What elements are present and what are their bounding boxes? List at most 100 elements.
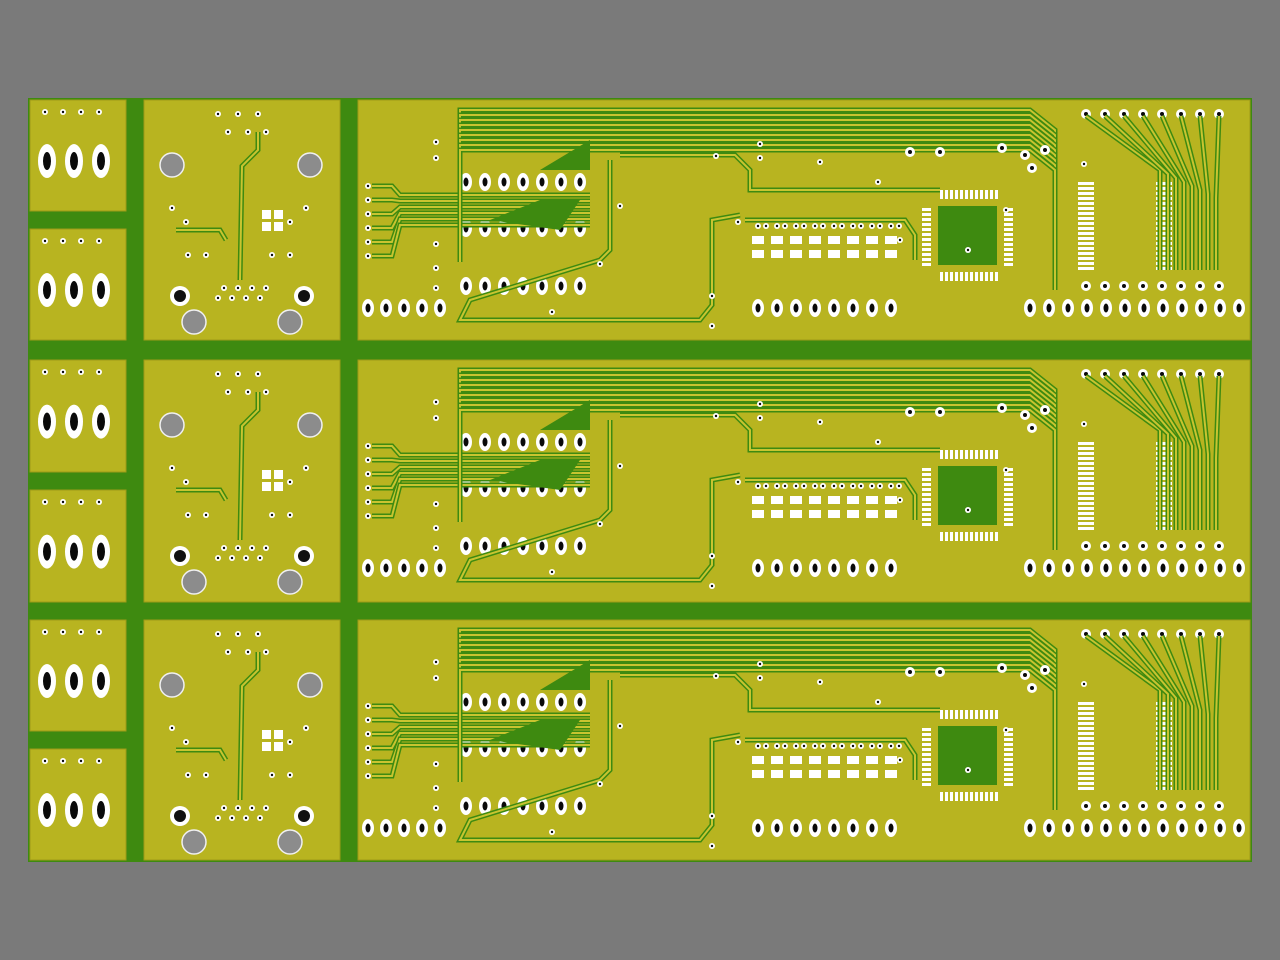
smd-pad (922, 733, 931, 736)
smd-pad (262, 222, 271, 231)
via-hole (186, 513, 190, 517)
via-hole (434, 546, 438, 550)
smd-pad (828, 756, 840, 764)
smd-pad (945, 710, 948, 719)
drill-hole (482, 177, 488, 187)
drill-hole (1103, 804, 1107, 808)
smd-pad (1078, 767, 1094, 770)
smd-pad (922, 503, 931, 506)
drill-hole (938, 410, 942, 414)
via-hole (758, 402, 762, 406)
via-hole (270, 513, 274, 517)
smd-pad (1156, 472, 1172, 475)
smd-pad (940, 532, 943, 541)
smd-pad (1156, 712, 1172, 715)
trace (1199, 375, 1209, 530)
via-hole (756, 744, 760, 748)
smd-pad (922, 228, 931, 231)
via-hole (230, 296, 234, 300)
smd-pad (274, 210, 283, 219)
smd-pad (262, 730, 271, 739)
drill-hole (1198, 284, 1202, 288)
smd-pad (274, 742, 283, 751)
drill-hole (1141, 372, 1145, 376)
via-hole (216, 296, 220, 300)
smd-pad (922, 253, 931, 256)
drill-hole (938, 150, 942, 154)
drill-hole (558, 437, 564, 447)
smd-pad (809, 756, 821, 764)
smd-pad (1004, 503, 1013, 506)
drill-hole (520, 697, 526, 707)
via-hole (1082, 162, 1086, 166)
drill-hole (577, 437, 583, 447)
drill-hole (850, 563, 856, 573)
drill-hole (97, 801, 105, 820)
smd-pad (1078, 197, 1094, 200)
trace (176, 229, 227, 241)
via-hole (264, 650, 268, 654)
smd-pad (1156, 207, 1172, 210)
smd-pad (866, 236, 878, 244)
smd-pad (960, 190, 963, 199)
trace (372, 705, 590, 716)
trace (372, 472, 590, 489)
smd-pad (940, 272, 943, 281)
smd-pad (975, 190, 978, 199)
via-hole (783, 224, 787, 228)
smd-pad (1156, 732, 1172, 735)
smd-pad (1004, 508, 1013, 511)
via-hole (366, 514, 370, 518)
smd-pad (274, 470, 283, 479)
drill-hole (43, 412, 51, 431)
via-hole (366, 240, 370, 244)
drill-hole (1179, 823, 1185, 833)
drill-hole (1141, 284, 1145, 288)
smd-pad (1156, 467, 1172, 470)
via-hole (966, 508, 970, 512)
trace (372, 199, 590, 202)
via-hole (783, 484, 787, 488)
trace (1215, 635, 1220, 790)
drill-hole (1122, 544, 1126, 548)
trace (1199, 635, 1209, 790)
via-hole (236, 372, 240, 376)
via-hole (79, 239, 83, 243)
smd-pad (1004, 253, 1013, 256)
drill-hole (1065, 303, 1071, 313)
smd-pad (922, 238, 931, 241)
via-hole (898, 498, 902, 502)
drill-hole (1160, 563, 1166, 573)
smd-pad (955, 710, 958, 719)
smd-pad (809, 510, 821, 518)
smd-pad (975, 272, 978, 281)
smd-pad (922, 778, 931, 781)
via-hole (79, 759, 83, 763)
smd-pad (1078, 722, 1094, 725)
drill-hole (812, 823, 818, 833)
smd-pad (990, 272, 993, 281)
via-hole (870, 484, 874, 488)
smd-pad (1004, 248, 1013, 251)
drill-hole (1160, 112, 1164, 116)
trace (1199, 115, 1209, 270)
smd-pad (1004, 228, 1013, 231)
smd-pad (1156, 717, 1172, 720)
smd-pad (965, 792, 968, 801)
smd-pad (980, 792, 983, 801)
drill-hole (869, 823, 875, 833)
trace (1142, 635, 1185, 790)
via-hole (366, 458, 370, 462)
smd-pad (1078, 247, 1094, 250)
smd-pad (1004, 763, 1013, 766)
smd-pad (1156, 222, 1172, 225)
trace (176, 489, 227, 501)
smd-pad (1004, 743, 1013, 746)
via-hole (818, 680, 822, 684)
smd-pad (1004, 758, 1013, 761)
smd-pad (1004, 753, 1013, 756)
via-hole (244, 556, 248, 560)
via-hole (840, 224, 844, 228)
drill-hole (70, 672, 78, 691)
